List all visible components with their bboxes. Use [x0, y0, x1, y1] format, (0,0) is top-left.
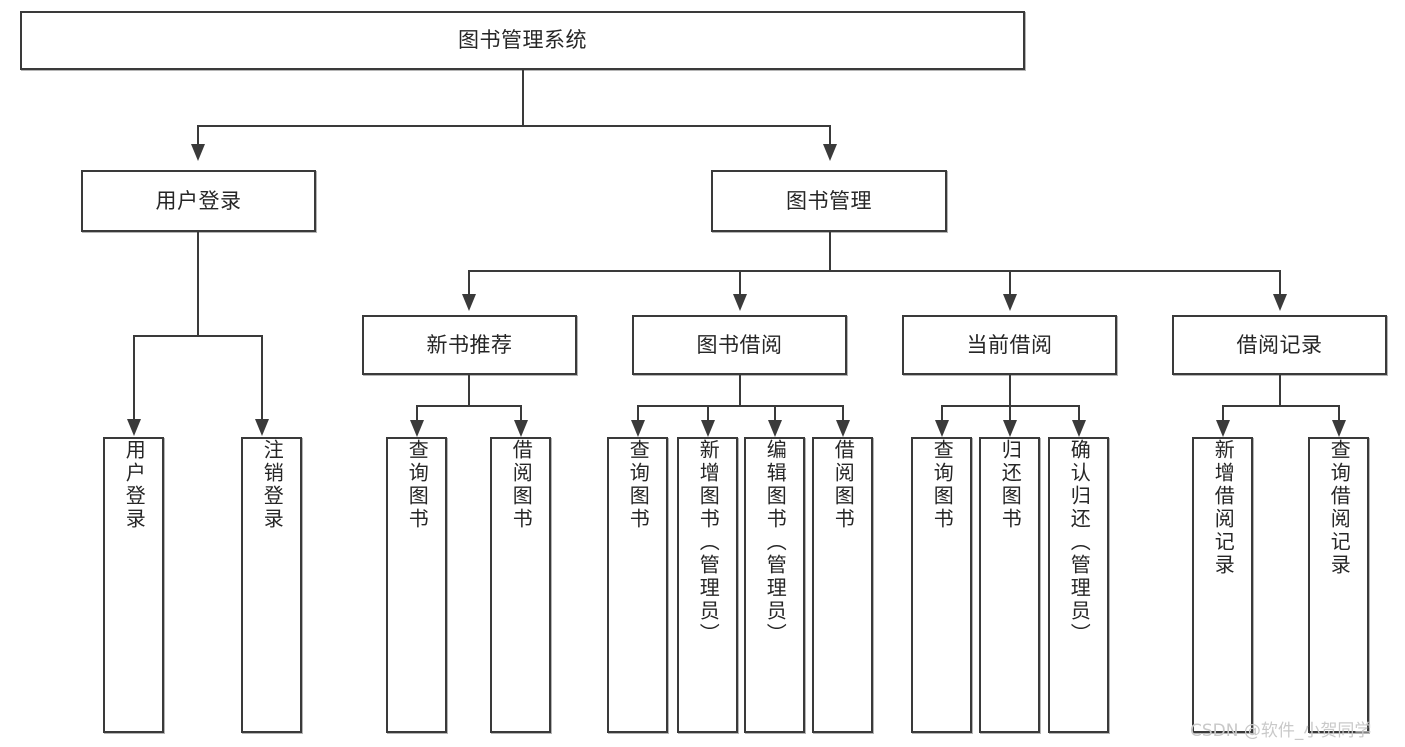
node-label: 用户登录 [155, 188, 242, 213]
edge-user-login-drop-1 [133, 335, 135, 420]
node-label: 图书管理系统 [458, 28, 587, 53]
node-label: 查询借阅记录 [1327, 439, 1352, 577]
edge-level2-drop-left [197, 125, 199, 145]
edge-borrow-records-stem [1279, 375, 1281, 405]
node-label: 注销登录 [260, 439, 285, 531]
edge-borrow-records-drop-1 [1222, 405, 1224, 421]
arrowhead-leaf-book-borrow-3 [768, 420, 782, 437]
arrowhead-book-borrow [733, 294, 747, 311]
arrowhead-book-manage [823, 144, 837, 161]
arrowhead-leaf-user-login-2 [255, 419, 269, 436]
edge-level2-bus [197, 125, 829, 127]
edge-new-book-stem [468, 375, 470, 405]
edge-level3-drop-3 [1009, 270, 1011, 295]
node-label: 查询图书 [405, 439, 430, 531]
arrowhead-user-login [191, 144, 205, 161]
node-label: 图书借阅 [696, 332, 783, 357]
leaf-borrow-book[interactable]: 借阅图书 [812, 437, 873, 733]
arrowhead-leaf-current-borrow-3 [1072, 420, 1086, 437]
node-label: 借阅记录 [1236, 332, 1323, 357]
arrowhead-leaf-new-book-2 [514, 420, 528, 437]
arrowhead-new-book [462, 294, 476, 311]
edge-book-borrow-drop-1 [637, 405, 639, 421]
edge-book-borrow-stem [739, 375, 741, 405]
edge-borrow-records-bus [1222, 405, 1338, 407]
edge-user-login-drop-2 [261, 335, 263, 420]
leaf-borrow-book-new[interactable]: 借阅图书 [490, 437, 551, 733]
edge-level3-drop-2 [739, 270, 741, 295]
node-label: 借阅图书 [509, 439, 534, 531]
arrowhead-leaf-book-borrow-1 [631, 420, 645, 437]
arrowhead-leaf-current-borrow-1 [935, 420, 949, 437]
node-user-login[interactable]: 用户登录 [81, 170, 316, 232]
leaf-logout[interactable]: 注销登录 [241, 437, 302, 733]
edge-level3-drop-1 [468, 270, 470, 295]
leaf-confirm-return-admin[interactable]: 确认归还（管理员） [1048, 437, 1109, 733]
arrowhead-leaf-borrow-records-1 [1216, 420, 1230, 437]
leaf-edit-book-admin[interactable]: 编辑图书（管理员） [744, 437, 805, 733]
edge-new-book-drop-1 [416, 405, 418, 421]
arrowhead-leaf-book-borrow-4 [836, 420, 850, 437]
node-current-borrow[interactable]: 当前借阅 [902, 315, 1117, 375]
arrowhead-leaf-borrow-records-2 [1332, 420, 1346, 437]
leaf-query-book-current[interactable]: 查询图书 [911, 437, 972, 733]
arrowhead-current-borrow [1003, 294, 1017, 311]
node-label: 新书推荐 [426, 332, 513, 357]
node-label: 编辑图书（管理员） [763, 439, 788, 646]
edge-borrow-records-drop-2 [1338, 405, 1340, 421]
edge-book-manage-stem [829, 232, 831, 270]
arrowhead-leaf-current-borrow-2 [1003, 420, 1017, 437]
node-new-book-recommend[interactable]: 新书推荐 [362, 315, 577, 375]
node-book-management[interactable]: 图书管理 [711, 170, 947, 232]
node-label: 图书管理 [786, 188, 872, 213]
edge-level3-bus [468, 270, 1279, 272]
edge-current-borrow-stem [1009, 375, 1011, 405]
edge-new-book-drop-2 [520, 405, 522, 421]
node-label: 归还图书 [998, 439, 1023, 531]
node-root[interactable]: 图书管理系统 [20, 11, 1025, 70]
edge-user-login-stem [197, 232, 199, 335]
edge-current-borrow-drop-2 [1009, 405, 1011, 421]
node-borrow-records[interactable]: 借阅记录 [1172, 315, 1387, 375]
edge-level3-drop-4 [1279, 270, 1281, 295]
leaf-query-book-new[interactable]: 查询图书 [386, 437, 447, 733]
node-book-borrow[interactable]: 图书借阅 [632, 315, 847, 375]
edge-book-borrow-drop-2 [707, 405, 709, 421]
edge-user-login-bus [133, 335, 261, 337]
arrowhead-borrow-records [1273, 294, 1287, 311]
arrowhead-leaf-book-borrow-2 [701, 420, 715, 437]
edge-current-borrow-drop-3 [1078, 405, 1080, 421]
edge-book-borrow-bus [637, 405, 842, 407]
leaf-add-borrow-record[interactable]: 新增借阅记录 [1192, 437, 1253, 733]
edge-book-borrow-drop-4 [842, 405, 844, 421]
node-label: 查询图书 [626, 439, 651, 531]
arrowhead-leaf-user-login-1 [127, 419, 141, 436]
node-label: 借阅图书 [831, 439, 856, 531]
node-label: 用户登录 [122, 439, 147, 531]
leaf-query-borrow-record[interactable]: 查询借阅记录 [1308, 437, 1369, 733]
arrowhead-leaf-new-book-1 [410, 420, 424, 437]
edge-root-stem [522, 70, 524, 125]
node-label: 新增借阅记录 [1211, 439, 1236, 577]
edge-current-borrow-drop-1 [941, 405, 943, 421]
leaf-return-book[interactable]: 归还图书 [979, 437, 1040, 733]
node-label: 当前借阅 [966, 332, 1053, 357]
leaf-query-book-borrow[interactable]: 查询图书 [607, 437, 668, 733]
leaf-user-login[interactable]: 用户登录 [103, 437, 164, 733]
node-label: 确认归还（管理员） [1067, 439, 1092, 646]
node-label: 新增图书（管理员） [696, 439, 721, 646]
edge-level2-drop-right [829, 125, 831, 145]
edge-book-borrow-drop-3 [774, 405, 776, 421]
leaf-add-book-admin[interactable]: 新增图书（管理员） [677, 437, 738, 733]
node-label: 查询图书 [930, 439, 955, 531]
edge-new-book-bus [416, 405, 520, 407]
